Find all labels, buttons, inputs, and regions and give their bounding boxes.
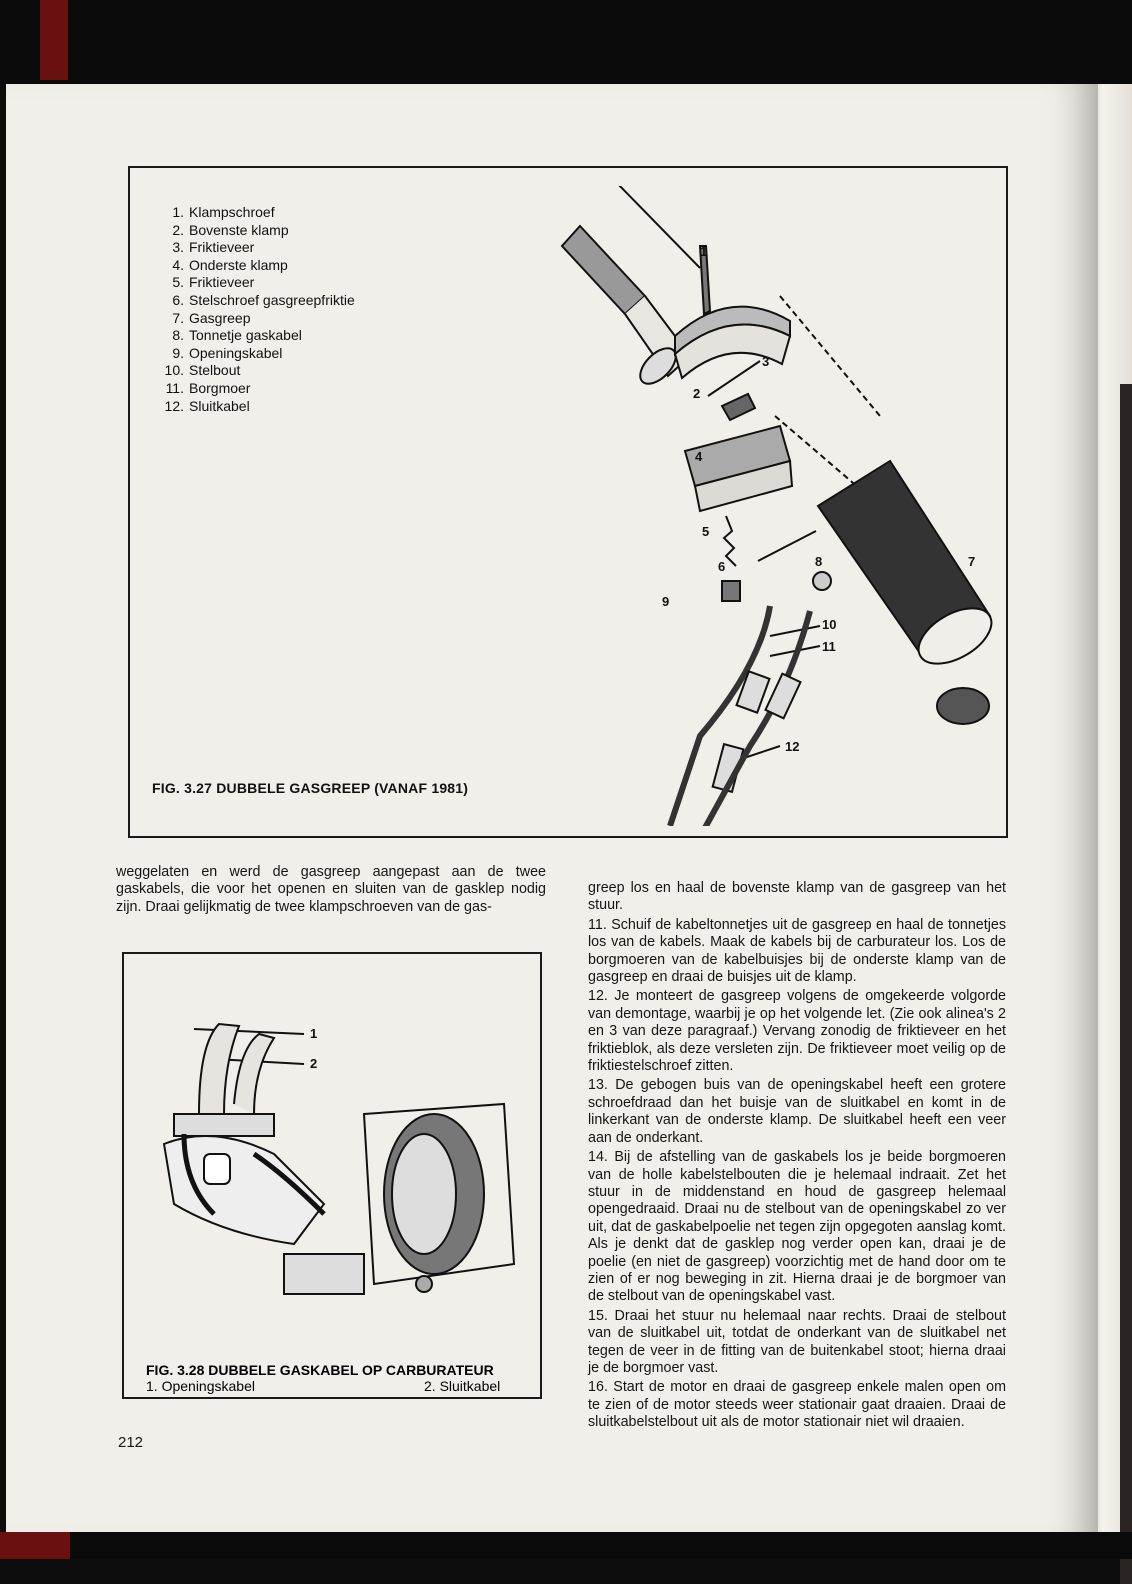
handlebar-part	[560, 224, 692, 385]
callout-7: 7	[968, 554, 975, 569]
paragraph: 15. Draai het stuur nu helemaal naar rec…	[588, 1307, 1006, 1376]
callout-12: 12	[785, 739, 799, 754]
figure2-caption: FIG. 3.28 DUBBELE GASKABEL OP CARBURATEU…	[146, 1362, 494, 1378]
paragraph: 12. Je monteert de gasgreep volgens de o…	[588, 988, 1006, 1075]
callout-2: 2	[693, 386, 700, 401]
page-number: 212	[118, 1434, 144, 1451]
legend-number: 5.	[172, 274, 184, 291]
document-page: 1. Klampschroef 2. Bovenste klamp 3. Friktiev…	[6, 84, 1098, 1536]
legend-text: Sluitkabel	[189, 397, 250, 414]
legend-item: 8. Tonnetje gaskabel	[160, 327, 355, 345]
legend-text: Bovenste klamp	[189, 221, 289, 238]
legend-item: 2. Bovenste klamp	[160, 222, 355, 240]
paragraph: 14. Bij de afstelling van de gaskabels l…	[588, 1149, 1006, 1305]
paragraph: 13. De gebogen buis van de openingskabel…	[588, 1077, 1006, 1146]
legend-number: 4.	[172, 256, 184, 273]
legend-item: 6. Stelschroef gasgreepfriktie	[160, 291, 355, 310]
legend-text: Stelbout	[189, 362, 241, 379]
figure-legend: 1. Klampschroef 2. Bovenste klamp 3. Friktiev…	[160, 204, 355, 415]
fig2-callout-2: 2	[310, 1056, 317, 1071]
legend-number: 12.	[164, 397, 184, 414]
top-background	[0, 0, 1132, 88]
legend-text: Onderste klamp	[189, 256, 288, 273]
legend-number: 8.	[172, 327, 184, 344]
legend-item: 4. Onderste klamp	[160, 257, 355, 275]
callout-8: 8	[815, 554, 822, 569]
callout-1: 1	[700, 244, 707, 259]
legend-text: Borgmoer	[189, 379, 251, 396]
figure-caption: FIG. 3.27 DUBBELE GASGREEP (VANAF 1981)	[152, 780, 469, 796]
legend-item: 3. Friktieveer	[160, 239, 355, 257]
legend-text: Klampschroef	[189, 204, 275, 220]
callout-10: 10	[822, 617, 836, 632]
right-column-text: greep los en haal de bovenste klamp van …	[588, 880, 1006, 1434]
callout-4: 4	[695, 449, 703, 464]
legend-item: 10. Stelbout	[160, 362, 355, 380]
legend-number: 7.	[172, 309, 184, 326]
figure-3-28: 1 2 FIG. 3.28 DUBBELE GASKABEL OP CARBUR…	[122, 952, 542, 1399]
legend-number: 10.	[164, 362, 184, 379]
figure2-label-2: 2. Sluitkabel	[424, 1378, 501, 1394]
legend-text: Friktieveer	[189, 239, 255, 256]
legend-item: 1. Klampschroef	[160, 204, 355, 222]
paragraph: greep los en haal de bovenste klamp van …	[588, 880, 1006, 914]
exploded-throttle-drawing: 1 2 3 4 5 6 7 8 9 10 11 12	[560, 186, 993, 826]
legend-item: 11. Borgmoer	[160, 380, 355, 398]
callout-11: 11	[822, 639, 836, 654]
legend-number: 1.	[172, 204, 184, 220]
callout-5: 5	[702, 524, 709, 539]
legend-number: 3.	[172, 239, 184, 256]
carburetor-drawing: 1 2	[162, 1022, 516, 1295]
figure2-label-1: 1. Openingskabel	[146, 1378, 255, 1394]
legend-item: 9. Openingskabel	[160, 345, 355, 363]
legend-text: Stelschroef gasgreepfriktie	[189, 291, 355, 308]
fig2-callout-1: 1	[310, 1026, 317, 1041]
callout-3: 3	[762, 354, 769, 369]
legend-number: 9.	[172, 344, 184, 361]
callout-9: 9	[662, 594, 669, 609]
paragraph: 16. Start de motor en draai de gasgreep …	[588, 1379, 1006, 1431]
red-edge-bottom	[0, 1532, 70, 1559]
paragraph: 11. Schuif de kabeltonnetjes uit de gasg…	[588, 916, 1006, 986]
legend-number: 11.	[165, 379, 184, 396]
callout-6: 6	[718, 559, 725, 574]
legend-item: 12. Sluitkabel	[160, 398, 355, 416]
legend-text: Tonnetje gaskabel	[189, 327, 302, 344]
legend-item: 7. Gasgreep	[160, 310, 355, 328]
book-edge-shadow	[1120, 384, 1132, 1584]
red-edge	[40, 0, 68, 80]
legend-text: Friktieveer	[189, 274, 255, 291]
figure-3-27: 1. Klampschroef 2. Bovenste klamp 3. Friktiev…	[128, 166, 1008, 838]
legend-number: 6.	[172, 291, 184, 308]
legend-text: Gasgreep	[189, 309, 251, 326]
bottom-background	[0, 1532, 1132, 1559]
legend-item: 5. Friktieveer	[160, 274, 355, 292]
left-column-text: weggelaten en werd de gasgreep aangepast…	[116, 864, 546, 915]
legend-text: Openingskabel	[189, 344, 283, 361]
legend-number: 2.	[172, 221, 184, 238]
